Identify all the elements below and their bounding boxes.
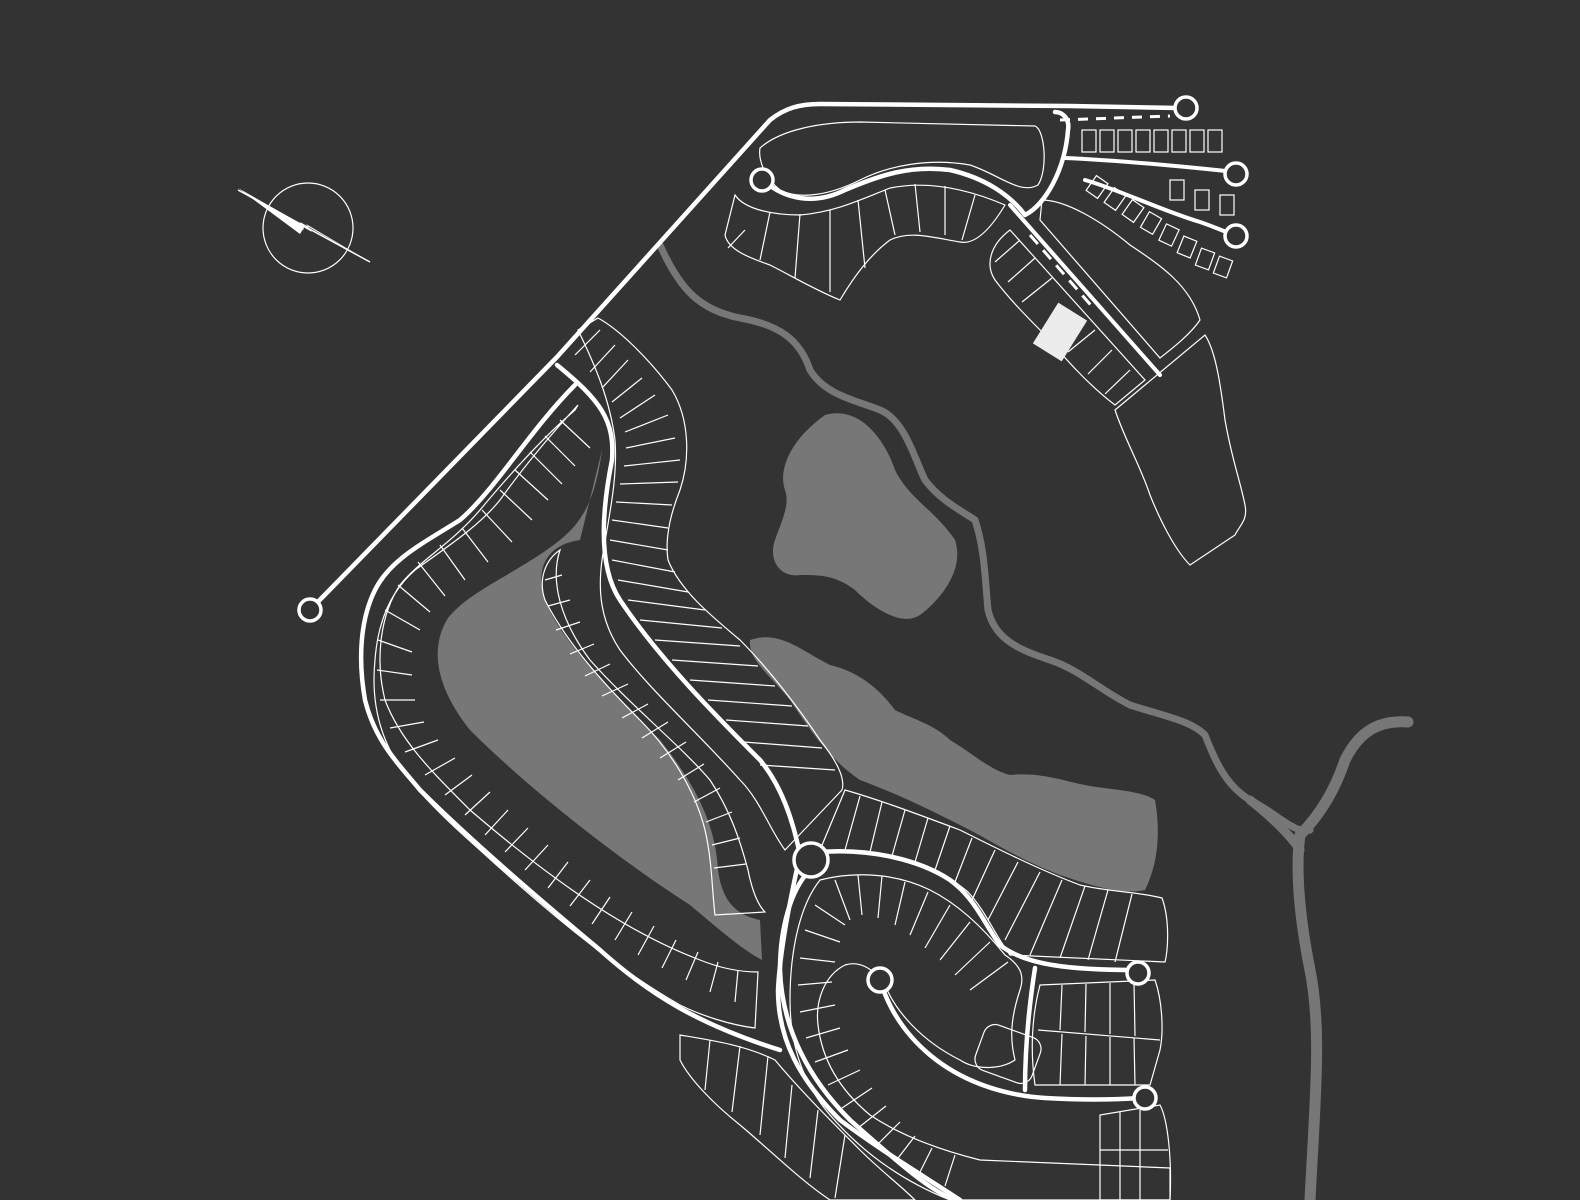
north-lot-lines [727,183,976,292]
crescent-road [777,867,963,1200]
cul-de-sac-north-loop [749,167,775,193]
north-loop-road [760,109,1071,218]
east-open-space [1114,334,1247,566]
ne-branch-road-1 [1063,156,1237,174]
central-lake [749,637,1158,892]
west-inner-lot-band [577,317,844,851]
dashed-trail [1059,114,1171,122]
ne-small-lots [1081,129,1235,279]
west-lake [437,450,762,960]
east-lot-lines-2 [1100,1110,1168,1200]
roundabout [792,841,830,879]
west-outer-lot-band [373,404,759,1029]
east-creek [1292,716,1414,1200]
north-pond [772,413,958,619]
west-outer-lot-lines [376,419,739,1003]
south-lake-lot-band [819,789,1169,963]
north-open-space [759,121,1045,196]
ne-branch-road-2 [1083,178,1239,238]
north-perimeter-road [307,101,1181,613]
cul-de-sac-ne-1 [1173,95,1199,121]
ne-east-parcel [1039,199,1201,359]
north-arrow-icon [237,182,371,274]
main-creek [656,241,1314,835]
crescent-lot-lines [797,874,1009,1187]
cul-de-sacs [297,95,1249,1111]
southwest-lot-lines [704,1039,846,1199]
east-arterial [817,849,1138,973]
ne-diagonal-road [1008,203,1162,377]
east-lot-lines-1 [1037,981,1161,1086]
cul-de-sac-crescent [866,966,894,994]
creek-branch [1245,795,1305,855]
west-inner-lot-lines [574,329,836,771]
creeks [656,241,1414,1200]
ne-west-lot-block [989,229,1146,406]
water-features [437,413,1158,960]
cul-de-sac-west [297,597,323,623]
ne-diagonal-lot-lines [994,239,1131,395]
lakeside-lot-lines [544,574,747,869]
cul-de-sac-east-1 [1125,960,1151,986]
cul-de-sac-ne-3 [1223,223,1249,249]
cul-de-sac-branch [877,975,1143,1102]
crescent-lot-band [789,874,1171,1200]
parcels [373,121,1247,1200]
south-lake-lot-lines [844,795,1133,963]
east-lot-block-2 [1099,1104,1172,1200]
cul-de-sac-east-2 [1132,1085,1158,1111]
roads [307,101,1239,1200]
dashed-trail-2 [1028,234,1097,311]
north-lot-block [724,184,1006,301]
east-connector [1022,965,1038,1093]
east-lot-block-1 [1031,979,1163,1086]
lakeside-lot-band [541,548,767,916]
inner-spine-road [554,362,963,1200]
amenity-parcel [974,1023,1042,1085]
southwest-lot-band [679,1034,916,1200]
cul-de-sac-ne-2 [1223,161,1249,187]
highlighted-lot [1032,302,1088,362]
